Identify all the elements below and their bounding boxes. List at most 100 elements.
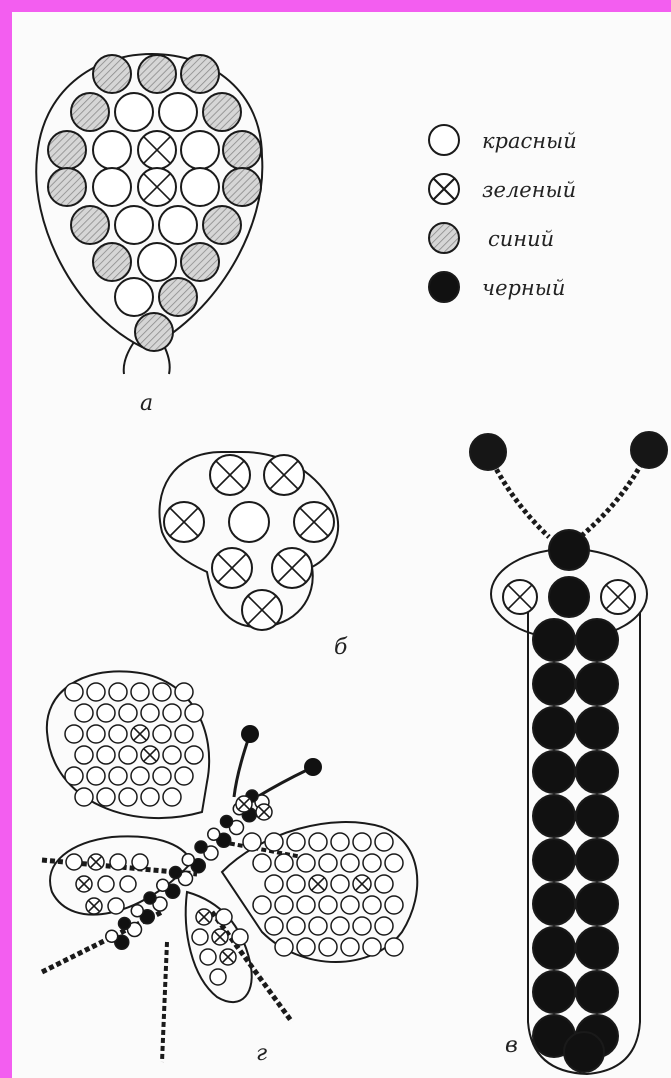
- figure-g-bead-red: [141, 788, 159, 806]
- figure-v-bead-black: [533, 971, 575, 1013]
- figure-g-bead-red: [109, 683, 127, 701]
- figure-g-bead-red: [131, 905, 143, 917]
- figure-g-bead-red: [163, 704, 181, 722]
- figure-g-bead-red: [192, 929, 208, 945]
- figure-g-bead-red: [385, 854, 403, 872]
- figure-v-bead-black: [533, 663, 575, 705]
- figure-v-bead-green: [503, 580, 537, 614]
- figure-g-bead-green: [220, 949, 236, 965]
- figure-g-bead-red: [65, 725, 83, 743]
- figure-g-bead-red: [75, 704, 93, 722]
- figure-g-bead-red: [385, 896, 403, 914]
- figure-g-bead-red: [341, 896, 359, 914]
- figure-g-bead-red: [375, 917, 393, 935]
- figure-g-bead-black: [195, 841, 207, 853]
- figure-g-bead-red: [210, 969, 226, 985]
- figure-g-bead-red: [87, 683, 105, 701]
- figure-v-bead-black: [576, 663, 618, 705]
- figure-g-tail-leg: [162, 942, 167, 1062]
- figure-g-bead-red: [66, 854, 82, 870]
- figure-a-bead-blue: [203, 93, 241, 131]
- figure-v-antenna-bead-left: [470, 434, 506, 470]
- figure-v-caterpillar: в: [470, 432, 667, 1074]
- figure-g-bead-black: [170, 867, 182, 879]
- figure-v-bead-black: [533, 839, 575, 881]
- figure-g-bead-red: [87, 725, 105, 743]
- figure-a-bead-blue: [159, 278, 197, 316]
- figure-g-bead-red: [331, 833, 349, 851]
- legend-blue-label: синий: [488, 227, 554, 251]
- legend-item-blue: синий: [429, 223, 554, 253]
- figure-g-bead-red: [97, 704, 115, 722]
- figure-g-bead-red: [109, 725, 127, 743]
- figure-b-bead-green: [164, 502, 204, 542]
- figure-g-bead-red: [106, 930, 118, 942]
- figure-b-bead-red: [229, 502, 269, 542]
- figure-g-bead-red: [98, 876, 114, 892]
- figure-g-bead-red: [182, 854, 194, 866]
- figure-g-bead-red: [109, 767, 127, 785]
- figure-g-bead-green: [141, 746, 159, 764]
- figure-g-bead-red: [363, 854, 381, 872]
- figure-b-bead-green: [212, 548, 252, 588]
- legend-item-black: черный: [429, 272, 565, 302]
- figure-g-bead-red: [385, 938, 403, 956]
- figure-b-bead-green: [272, 548, 312, 588]
- figure-g-bead-red: [309, 833, 327, 851]
- figure-g-bead-red: [120, 876, 136, 892]
- figure-g-antenna-bead-left: [241, 725, 259, 743]
- legend-black-label: черный: [482, 276, 565, 300]
- figure-b-bead-green: [264, 455, 304, 495]
- figure-g-bead-red: [297, 854, 315, 872]
- figure-v-antenna-bead-right: [631, 432, 667, 468]
- figure-a-bead-blue: [135, 313, 173, 351]
- figure-g-bead-red: [141, 704, 159, 722]
- figure-g-bead-red: [75, 788, 93, 806]
- figure-g-bead-red: [275, 938, 293, 956]
- figure-a-bead-blue: [71, 93, 109, 131]
- figure-g-bead-red: [153, 767, 171, 785]
- figure-g-bead-red: [65, 767, 83, 785]
- figure-g-bead-red: [319, 854, 337, 872]
- figure-g-bead-red: [119, 704, 137, 722]
- legend-red-bead: [429, 125, 459, 155]
- figure-v-bead-black: [576, 927, 618, 969]
- figure-g-bead-red: [363, 896, 381, 914]
- figure-v-bead-black: [533, 795, 575, 837]
- figure-a-bead-blue: [71, 206, 109, 244]
- legend-blue-bead: [429, 223, 459, 253]
- figure-a-bead-red: [115, 93, 153, 131]
- figure-v-bead-black: [533, 751, 575, 793]
- figure-g-bead-red: [265, 833, 283, 851]
- figure-b-label: б: [334, 635, 348, 660]
- figure-a-bead-blue: [181, 243, 219, 281]
- figure-g-bead-red: [331, 875, 349, 893]
- figure-a-bead-blue: [138, 55, 176, 93]
- figure-a-bead-red: [181, 131, 219, 169]
- figure-g-bead-red: [97, 788, 115, 806]
- figure-v-label: в: [505, 1033, 518, 1058]
- figure-g-bead-red: [297, 896, 315, 914]
- figure-b-bead-green: [294, 502, 334, 542]
- figure-g-butterfly: г: [42, 671, 417, 1066]
- figure-a-bead-green: [138, 131, 176, 169]
- figure-g-bead-green: [88, 854, 104, 870]
- figure-g-bead-red: [131, 767, 149, 785]
- figure-g-bead-red: [232, 929, 248, 945]
- figure-g-bead-red: [175, 767, 193, 785]
- figure-v-bead-green: [601, 580, 635, 614]
- figure-g-bead-red: [265, 917, 283, 935]
- figure-g-bead-green: [353, 875, 371, 893]
- figure-a-label: а: [140, 391, 153, 416]
- figure-a-bead-red: [138, 243, 176, 281]
- figure-a-bead-red: [115, 278, 153, 316]
- figure-g-bead-red: [208, 828, 220, 840]
- figure-g-bead-red: [363, 938, 381, 956]
- figure-g-bead-red: [265, 875, 283, 893]
- figure-g-bead-green: [86, 898, 102, 914]
- figure-v-antenna-left: [490, 457, 549, 537]
- figure-g-bead-red: [110, 854, 126, 870]
- figure-v-bead-black: [576, 795, 618, 837]
- figure-a-bead-blue: [203, 206, 241, 244]
- figure-g-bead-red: [163, 788, 181, 806]
